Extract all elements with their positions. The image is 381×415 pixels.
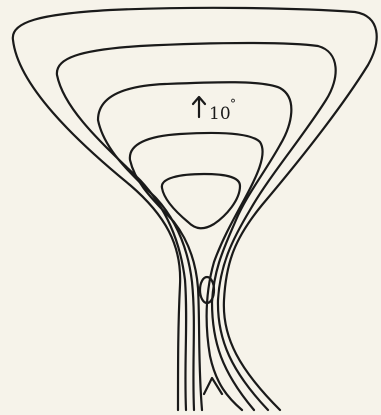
annotation-unit: ° <box>230 97 236 111</box>
up-arrow-icon <box>193 97 205 117</box>
contour-line-3 <box>98 82 291 410</box>
annotation-value: 10 <box>209 104 231 124</box>
annotation: 10 ° <box>193 97 236 124</box>
